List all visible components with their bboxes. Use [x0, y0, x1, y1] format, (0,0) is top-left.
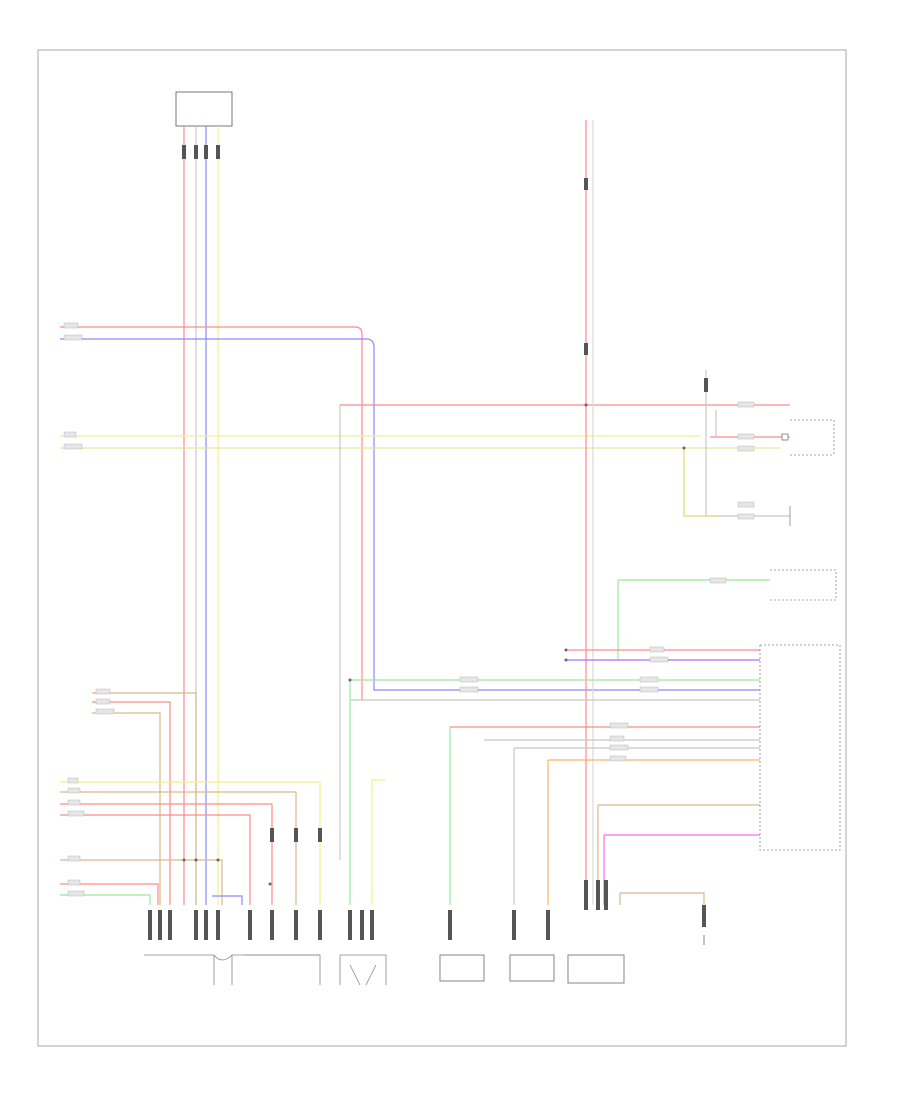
- wire-tan-ground: [620, 892, 705, 905]
- wire-blue-ll: [212, 895, 243, 905]
- diagram-border: [37, 49, 847, 1047]
- wire-red-ll3: [60, 814, 251, 905]
- headlight-switch-component: [770, 569, 837, 601]
- wire-tan-ll3: [60, 791, 297, 905]
- wire-red-ll4: [60, 883, 159, 905]
- wire-yellow-relay: [683, 448, 720, 517]
- wire-set: [60, 120, 790, 905]
- power-outlet-component: [339, 954, 387, 986]
- control-module-component: [567, 954, 625, 984]
- wire-blue-bus: [60, 338, 760, 691]
- splice-points: [182, 403, 686, 886]
- wire-yellow-stub: [371, 779, 386, 905]
- wire-red-ll1: [92, 701, 171, 905]
- connector-block-component: [759, 644, 841, 851]
- wire-tan-ll4: [60, 859, 223, 905]
- relay-component-top: [781, 419, 835, 456]
- wire-green-ll: [60, 894, 151, 905]
- temp-sensor-component-1: [439, 954, 485, 982]
- wire-orange-low: [547, 759, 760, 905]
- wire-red-bus: [60, 326, 363, 700]
- wire-tan-low: [597, 804, 760, 905]
- wire-grey-low2: [513, 747, 760, 905]
- wire-tags: [63, 322, 755, 897]
- wire-grey-relay1: [705, 370, 790, 517]
- wire-yellow-ll: [60, 781, 321, 905]
- temp-sensor-component-2: [509, 954, 555, 982]
- wire-red-ll2: [60, 803, 273, 905]
- wire-tan-ll2: [92, 712, 161, 905]
- connector-pins: [148, 145, 708, 940]
- wire-magenta-low: [603, 834, 760, 905]
- radio-unit-component: [144, 954, 321, 985]
- antenna-amplifier-component: [175, 91, 233, 127]
- wire-tan-ll1: [92, 692, 197, 905]
